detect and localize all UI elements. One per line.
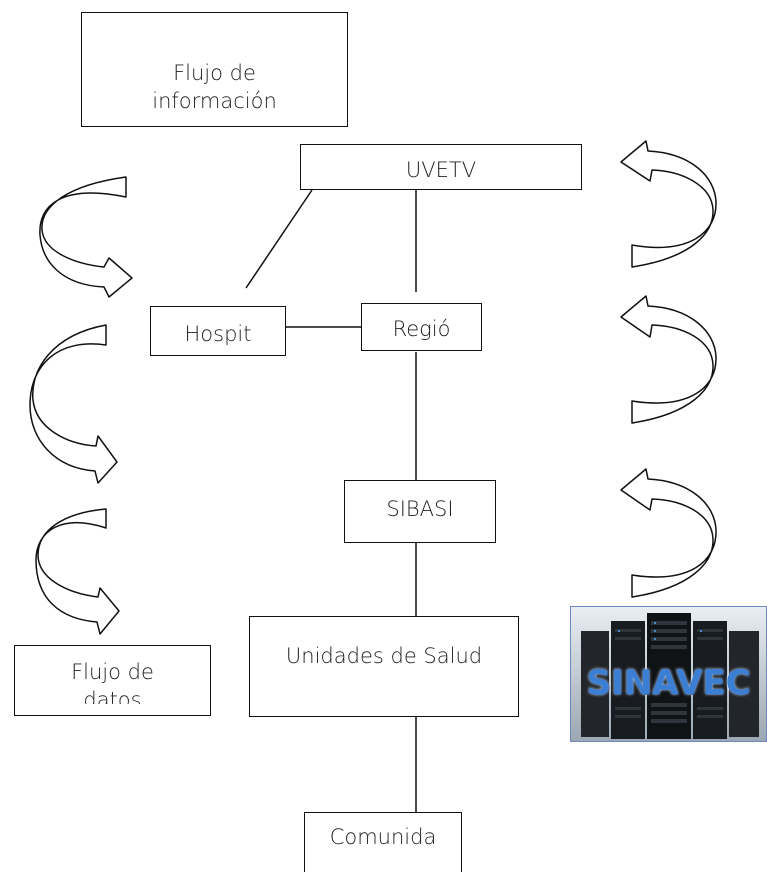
sinavec-server-image: SINAVEC <box>570 606 767 742</box>
hospital-label: Hospit <box>184 322 252 346</box>
server-rack-icon <box>571 607 766 741</box>
sibasi-label: SIBASI <box>386 497 454 521</box>
uvetv-label: UVETV <box>405 158 477 182</box>
sinavec-logo-text: SINAVEC <box>586 663 751 703</box>
region-label: Regió <box>392 317 451 340</box>
data-flow-box: Flujo de datos <box>14 645 211 716</box>
region-box: Regió <box>361 303 482 351</box>
curved-arrow-right-3 <box>620 468 717 598</box>
comunidad-box: Comunida <box>304 812 462 872</box>
curved-arrow-left-2 <box>29 324 118 484</box>
info-flow-box: Flujo de información <box>81 12 348 127</box>
hospital-box: Hospit <box>150 306 286 356</box>
comunidad-label: Comunida <box>329 825 437 849</box>
curved-arrow-right-1 <box>620 140 717 268</box>
info-flow-label: Flujo de información <box>152 61 277 113</box>
unidades-box: Unidades de Salud <box>249 616 519 717</box>
data-flow-label: Flujo de datos <box>71 660 154 704</box>
connector-uvetv-hospital <box>245 189 313 289</box>
curved-arrow-right-2 <box>620 295 717 424</box>
uvetv-box: UVETV <box>300 144 582 190</box>
curved-arrow-left-1 <box>39 176 133 298</box>
sibasi-box: SIBASI <box>344 480 496 543</box>
curved-arrow-left-3 <box>35 508 120 635</box>
unidades-label: Unidades de Salud <box>285 644 483 668</box>
